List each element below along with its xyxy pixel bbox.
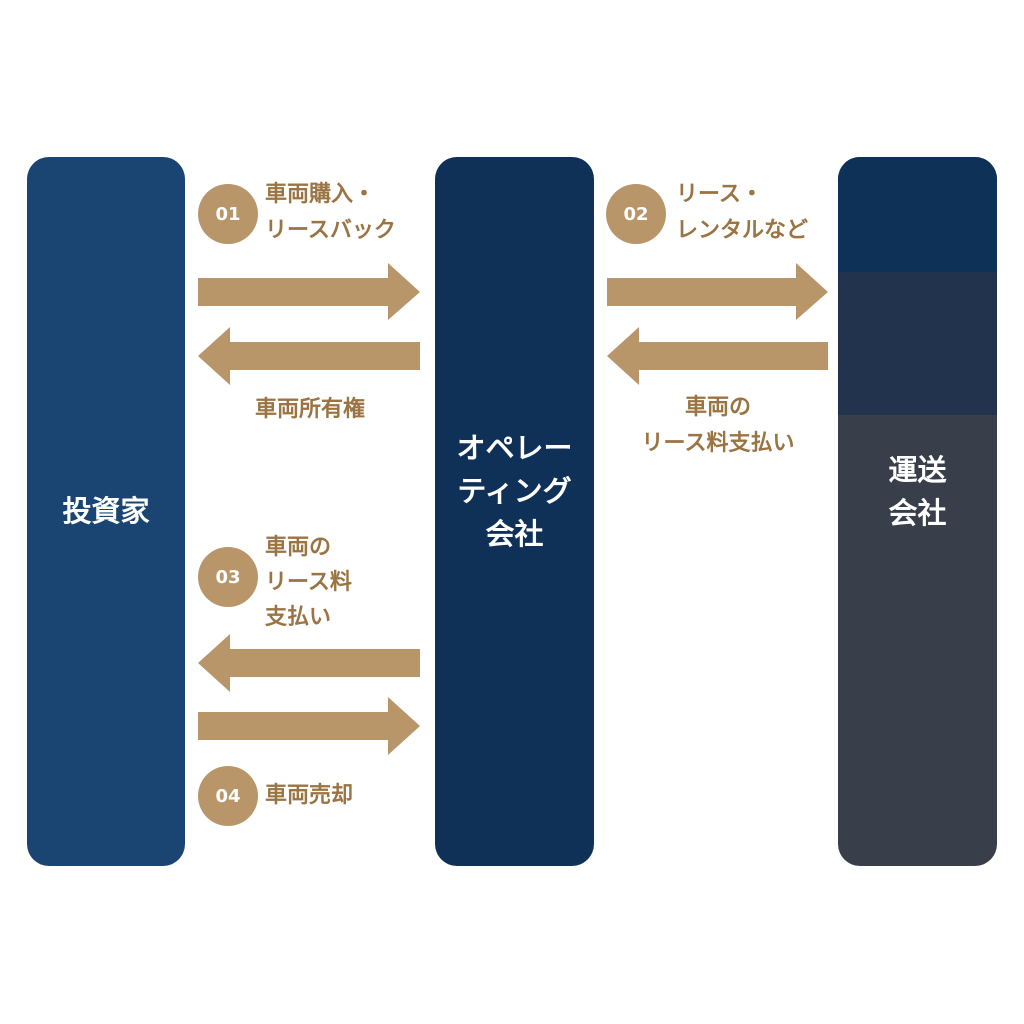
label-line: レンタルなど	[676, 218, 809, 243]
carrier-top-band	[838, 157, 997, 272]
label-line: 車両の	[684, 395, 751, 420]
lease-payment-label: 車両の リース料支払い	[618, 390, 818, 462]
flow-02-label: リース・ レンタルなど	[676, 177, 808, 249]
transport-company-box: 運送 会社	[838, 157, 997, 866]
step-badge-03: 03	[198, 547, 258, 607]
arrow-right-04	[198, 697, 420, 755]
step-badge-04: 04	[198, 766, 258, 826]
label-line: 車両売却	[265, 783, 354, 808]
step-badge-01: 01	[198, 184, 258, 244]
label-line: 車両の	[265, 535, 332, 560]
carrier-middle-band	[838, 272, 997, 415]
label-line: リース料	[265, 570, 352, 595]
label-line: リース・	[676, 182, 763, 207]
flow-04-label: 車両売却	[265, 778, 353, 814]
arrow-left-03	[198, 634, 420, 692]
investor-box: 投資家	[27, 157, 185, 866]
arrow-right-02	[607, 263, 828, 320]
operating-company-box: オペレー ティング 会社	[435, 157, 594, 866]
arrow-right-01	[198, 263, 420, 320]
transport-company-label: 運送 会社	[888, 452, 947, 530]
investor-label: 投資家	[62, 494, 150, 528]
operating-company-label: オペレー ティング 会社	[456, 431, 573, 551]
arrow-left-02	[607, 327, 828, 385]
label-line: リース料支払い	[641, 431, 795, 456]
vehicle-ownership-label: 車両所有権	[254, 397, 365, 422]
label-line: 支払い	[265, 605, 332, 630]
label-line: リースバック	[265, 218, 396, 243]
step-badge-02: 02	[606, 184, 666, 244]
arrow-left-01	[198, 327, 420, 385]
flow-01-label: 車両購入・ リースバック	[265, 177, 396, 249]
flow-03-label: 車両の リース料 支払い	[265, 530, 352, 635]
label-line: 車両購入・	[265, 182, 376, 207]
